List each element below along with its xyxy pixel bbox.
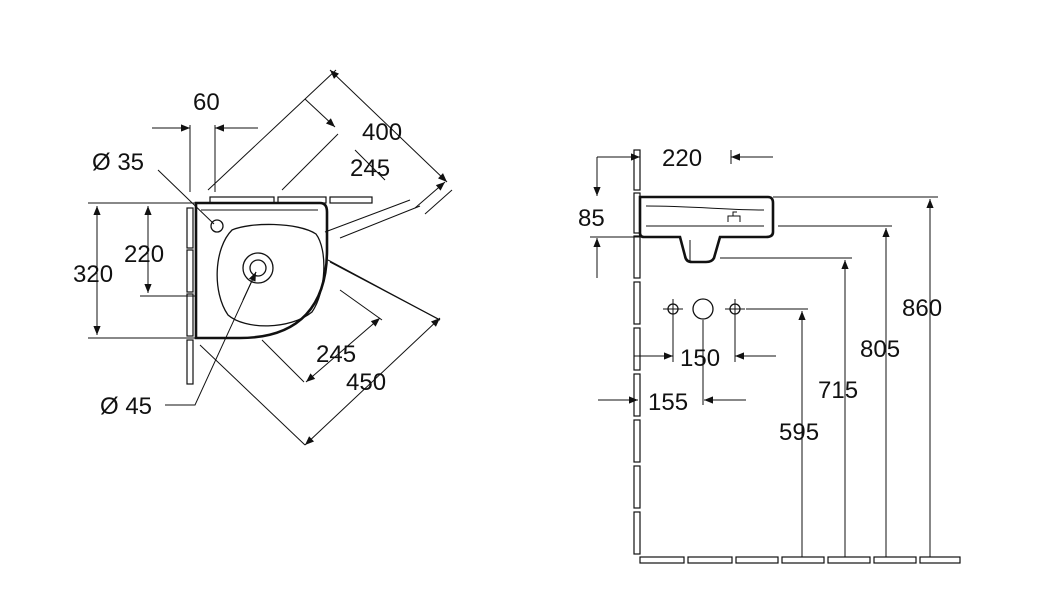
dim-basin-bottom: 715 (818, 377, 858, 404)
dim-diagonal-total: 400 (362, 119, 402, 146)
basin-bowl (216, 223, 325, 327)
diagonal-dimensions (207, 69, 453, 321)
dim-tap-hole-diameter: Ø 35 (92, 149, 144, 176)
side-wall-tiles (633, 149, 641, 555)
basin-outline (194, 201, 329, 340)
dim-bowl-height: 220 (124, 241, 164, 268)
height-dimensions (720, 196, 938, 557)
rim-height-dimension (590, 157, 640, 278)
dim-front-total: 450 (346, 369, 386, 396)
waste-outlet-leader (165, 271, 257, 406)
tap-offset-dimension (152, 124, 258, 192)
floor-tiles (639, 556, 961, 564)
dim-rim-height: 85 (578, 205, 605, 232)
vertical-dimensions-left (88, 202, 196, 339)
top-view: 60 Ø 35 400 245 320 220 245 450 Ø 45 (73, 69, 453, 446)
dim-pipe-height: 595 (779, 419, 819, 446)
waste-arrow (242, 271, 257, 301)
dim-overflow-level: 805 (860, 336, 900, 363)
basin-inner-line (645, 205, 765, 211)
basin-profile (638, 195, 775, 264)
dim-tap-offset: 60 (193, 89, 220, 116)
basin-depth-dimension (597, 150, 773, 164)
dim-front-inner: 245 (316, 341, 356, 368)
dim-wall-offset: 155 (648, 389, 688, 416)
pipe-spacing-dimension (634, 318, 776, 362)
side-view: 220 85 150 155 595 715 805 860 (578, 145, 961, 564)
dim-basin-depth: 220 (662, 145, 702, 172)
dim-pipe-spacing: 150 (680, 345, 720, 372)
dim-rim-level: 860 (902, 295, 942, 322)
dim-diagonal-inner: 245 (350, 155, 390, 182)
tap-symbol (727, 211, 741, 222)
dim-waste-diameter: Ø 45 (100, 393, 152, 420)
wall-offset-dimension (598, 320, 746, 405)
waste-outlet-inner (249, 259, 267, 277)
tap-hole-leader (157, 169, 215, 225)
front-dimensions (199, 261, 441, 446)
left-wall-tiles (186, 207, 194, 385)
dim-side-height: 320 (73, 261, 113, 288)
waste-pipe-connection (692, 298, 714, 320)
waste-outlet-outer (242, 252, 274, 284)
tap-hole (210, 219, 224, 233)
